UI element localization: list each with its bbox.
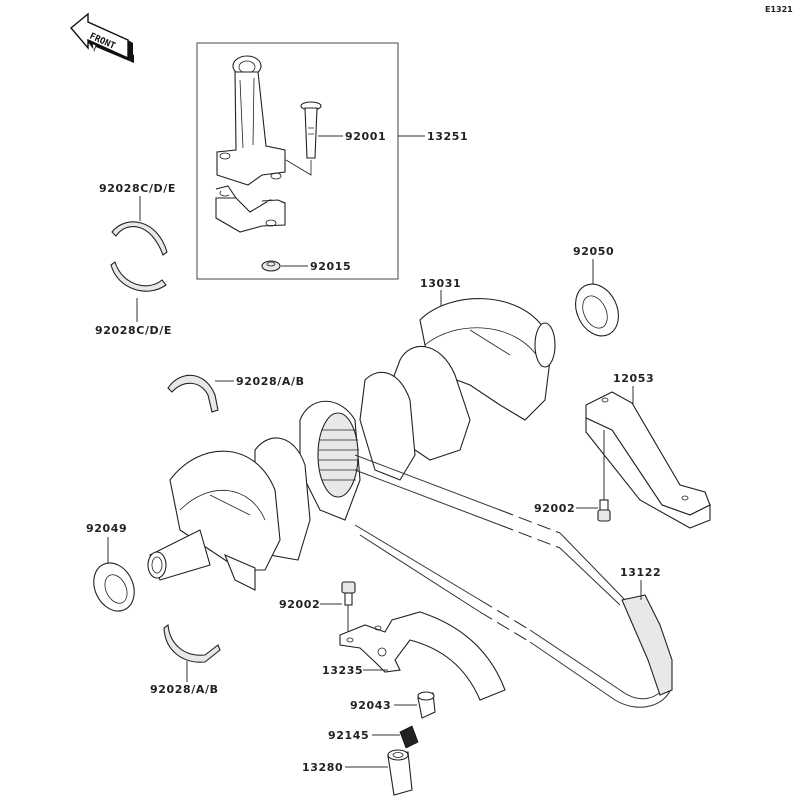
label-oil-seal-right: 92050 bbox=[573, 245, 614, 258]
label-crankshaft: 13031 bbox=[420, 277, 461, 290]
chain-tensioner-guide bbox=[339, 611, 506, 701]
label-conrod-assembly: 13251 bbox=[427, 130, 468, 143]
conrod-nut bbox=[261, 260, 281, 272]
label-tensioner-spring: 92145 bbox=[328, 729, 369, 742]
tensioner-body bbox=[387, 749, 413, 796]
diagram-ref-code: E1321 bbox=[765, 5, 793, 14]
front-arrow-icon: FRONT bbox=[70, 12, 134, 63]
label-timing-chain: 13122 bbox=[620, 566, 661, 579]
label-guide-bolt: 92002 bbox=[534, 502, 575, 515]
label-main-bearing-upper: 92028/A/B bbox=[236, 375, 305, 388]
tensioner-bolt bbox=[341, 581, 356, 606]
label-conrod-bearing-lower: 92028C/D/E bbox=[95, 324, 172, 337]
connecting-rod bbox=[215, 55, 286, 233]
label-conrod-bearing-upper: 92028C/D/E bbox=[99, 182, 176, 195]
conrod-bearing-upper bbox=[111, 221, 168, 256]
label-chain-guide: 12053 bbox=[613, 372, 654, 385]
guide-bolt bbox=[597, 499, 611, 522]
chain-guide bbox=[585, 391, 711, 529]
label-conrod-bolt: 92001 bbox=[345, 130, 386, 143]
crankshaft bbox=[147, 298, 556, 591]
label-conrod-nut: 92015 bbox=[310, 260, 351, 273]
label-oil-seal-left: 92049 bbox=[86, 522, 127, 535]
tensioner-spring bbox=[399, 725, 419, 749]
conrod-bolt bbox=[285, 101, 322, 176]
conrod-assembly-box bbox=[196, 42, 399, 280]
tensioner-plunger bbox=[417, 691, 436, 719]
label-tensioner-bolt: 92002 bbox=[279, 598, 320, 611]
main-bearing-upper bbox=[167, 374, 219, 413]
oil-seal-right bbox=[575, 283, 619, 337]
label-tensioner-body: 13280 bbox=[302, 761, 343, 774]
label-main-bearing-lower: 92028/A/B bbox=[150, 683, 219, 696]
conrod-bearing-lower bbox=[110, 261, 167, 292]
oil-seal-left bbox=[93, 562, 135, 612]
label-tensioner-plunger: 92043 bbox=[350, 699, 391, 712]
timing-chain bbox=[354, 454, 673, 708]
main-bearing-lower bbox=[163, 623, 221, 663]
label-chain-tensioner-guide: 13235 bbox=[322, 664, 363, 677]
